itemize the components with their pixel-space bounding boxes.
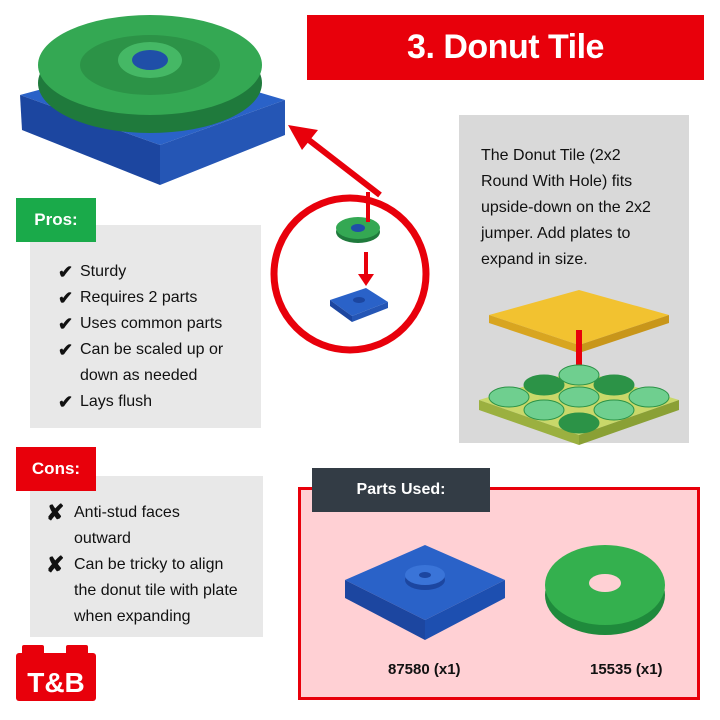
part-label: 87580 (x1): [388, 661, 461, 678]
part-87580-image: [345, 545, 505, 640]
description-text: The Donut Tile (2x2 Round With Hole) fit…: [481, 147, 651, 268]
tb-logo: T&B: [16, 645, 96, 701]
assembled-donut-tile-image: [20, 15, 285, 185]
pros-list: ✔Sturdy ✔Requires 2 parts ✔Uses common p…: [58, 259, 261, 415]
pros-item: ✔Requires 2 parts: [58, 285, 261, 311]
expanded-plates-image: [479, 290, 679, 445]
cons-item: ✘Anti-stud faces outward: [46, 500, 263, 552]
check-icon: ✔: [58, 314, 74, 334]
cross-icon: ✘: [46, 500, 65, 525]
check-icon: ✔: [58, 288, 74, 308]
part-label: 15535 (x1): [590, 661, 663, 678]
cross-icon: ✘: [46, 552, 65, 577]
check-icon: ✔: [58, 392, 74, 412]
check-icon: ✔: [58, 340, 74, 360]
pointer-arrow: [288, 125, 382, 198]
check-icon: ✔: [58, 262, 74, 282]
cons-list: ✘Anti-stud faces outward ✘Can be tricky …: [46, 500, 263, 630]
description-box: The Donut Tile (2x2 Round With Hole) fit…: [459, 115, 689, 445]
part-15535-image: [545, 545, 665, 635]
pros-item: ✔Lays flush: [58, 389, 261, 415]
svg-text:T&B: T&B: [27, 667, 85, 698]
pros-box: ✔Sturdy ✔Requires 2 parts ✔Uses common p…: [30, 225, 261, 428]
cons-box: ✘Anti-stud faces outward ✘Can be tricky …: [30, 476, 263, 637]
pros-tag: Pros:: [16, 198, 96, 242]
cons-tag: Cons:: [16, 447, 96, 491]
exploded-view-circle: [270, 192, 430, 354]
parts-used-header: Parts Used:: [312, 468, 490, 512]
pros-item: ✔Can be scaled up or down as needed: [58, 337, 261, 389]
pros-item: ✔Uses common parts: [58, 311, 261, 337]
pros-item: ✔Sturdy: [58, 259, 261, 285]
cons-item: ✘Can be tricky to align the donut tile w…: [46, 552, 263, 630]
page-title: 3. Donut Tile: [307, 15, 704, 80]
